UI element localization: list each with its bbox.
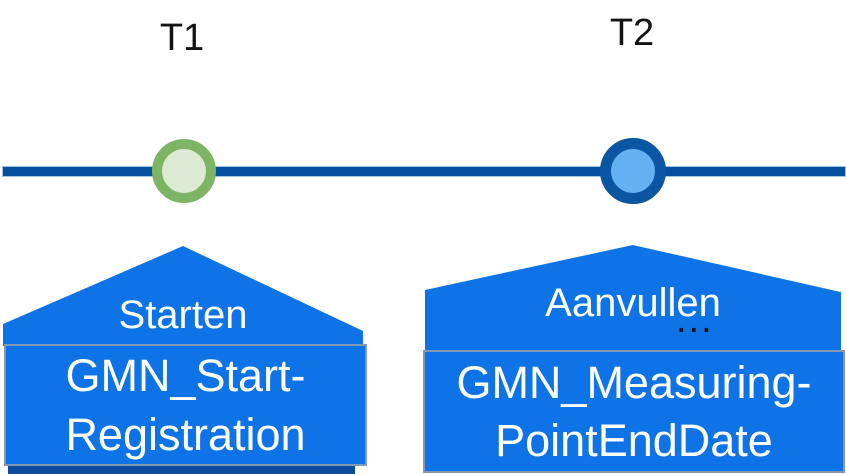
callout-title-aanvullen: Aanvullen [545,281,721,325]
callout-box-measuringpointenddate: GMN_Measuring- PointEndDate [423,350,845,473]
timeline-label-t2: T2 [609,12,655,54]
callout-code-line: GMN_Measuring- [456,356,812,408]
callout-box-start-registration: GMN_Start- Registration [4,344,367,466]
timeline-marker-t2-icon [600,138,666,204]
callout-code-line: Registration [65,409,306,460]
callout-title-starten: Starten [118,293,248,337]
callout-code-line: GMN_Start- [65,350,306,401]
timeline-marker-t1-icon [152,139,216,203]
callout-code-line: PointEndDate [495,414,773,466]
ellipsis-text: ... [676,299,714,341]
timeline-label-t1: T1 [159,17,205,59]
callout-shadow-strip [8,466,355,474]
timeline-line [2,166,846,177]
